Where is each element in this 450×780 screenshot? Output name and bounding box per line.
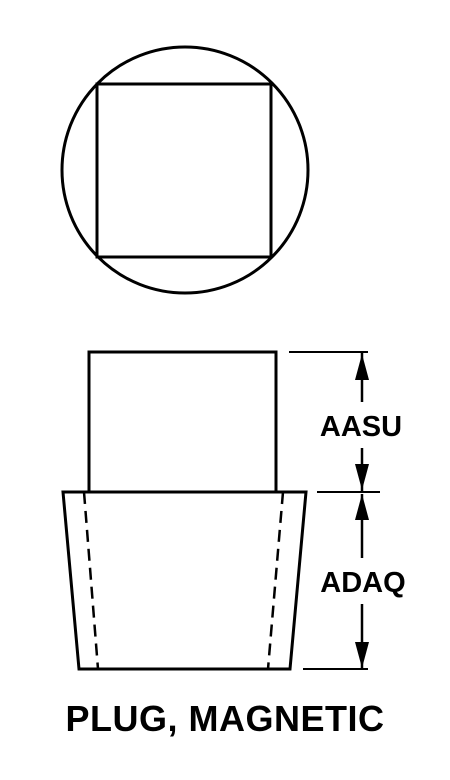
dimension-annotations: AASU ADAQ — [289, 351, 406, 670]
side-view — [61, 350, 308, 671]
dimension-label-lower: ADAQ — [320, 567, 405, 599]
top-view-square-head — [95, 82, 273, 259]
lower-arrowhead-down — [355, 642, 369, 668]
part-caption: PLUG, MAGNETIC — [65, 698, 385, 739]
lower-arrowhead-up — [355, 494, 369, 520]
plug-head-outline — [87, 350, 278, 494]
hidden-line-right — [266, 491, 285, 670]
upper-arrowhead-up — [355, 354, 369, 380]
top-view-circle-outline — [60, 45, 310, 295]
top-view — [60, 45, 310, 295]
upper-arrowhead-down — [355, 464, 369, 490]
hidden-line-left — [82, 491, 100, 670]
dimension-label-upper: AASU — [320, 411, 402, 443]
plug-tapered-body-outline — [61, 490, 308, 671]
